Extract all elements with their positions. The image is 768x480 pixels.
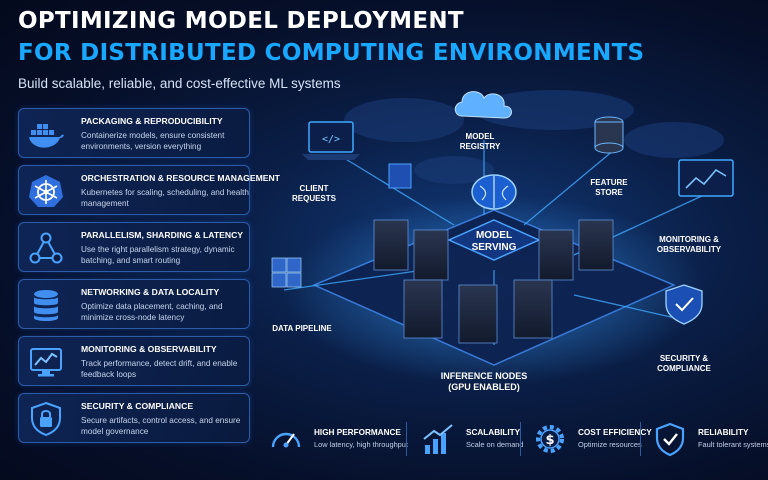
label-data-pipeline: DATA PIPELINE — [272, 324, 332, 333]
panel-title: MONITORING & OBSERVABILITY — [81, 344, 217, 354]
page-title-line2: FOR DISTRIBUTED COMPUTING ENVIRONMENTS — [18, 40, 645, 66]
panel-title: NETWORKING & DATA LOCALITY — [81, 287, 220, 297]
svg-text:</>: </> — [322, 134, 340, 145]
svg-text:$: $ — [545, 433, 554, 448]
benefit-desc: Low latency, high throughput — [314, 440, 408, 449]
label-security: SECURITY &COMPLIANCE — [657, 354, 711, 373]
divider — [520, 422, 521, 456]
benefit-title: RELIABILITY — [698, 428, 749, 437]
panel-desc: Optimize data placement, caching, and mi… — [81, 302, 223, 322]
network-nodes-icon — [29, 232, 63, 264]
shield-check-icon — [655, 422, 685, 457]
benefit-title: SCALABILITY — [466, 428, 521, 437]
docker-whale-icon — [29, 124, 64, 148]
panel-title: SECURITY & COMPLIANCE — [81, 401, 194, 411]
page-subtitle: Build scalable, reliable, and cost-effec… — [18, 76, 341, 91]
server-racks — [373, 219, 614, 344]
benefit-title: COST EFFICIENCY — [578, 428, 652, 437]
benefit-scalability: SCALABILITY Scale on demand — [420, 418, 524, 460]
benefit-title: HIGH PERFORMANCE — [314, 428, 401, 437]
benefit-desc: Fault tolerant systems — [698, 440, 768, 449]
architecture-diagram: </> — [254, 80, 768, 410]
model-serving-platform — [447, 219, 541, 261]
label-monitoring: MONITORING &OBSERVABILITY — [656, 235, 722, 254]
panel-desc: Containerize models, ensure consistent e… — [81, 131, 225, 151]
benefits-bar: HIGH PERFORMANCE Low latency, high throu… — [268, 418, 768, 460]
security-shield-icon — [665, 284, 703, 325]
model-serving-line1: MODEL — [475, 230, 513, 241]
panel-title: ORCHESTRATION & RESOURCE MANAGEMENT — [81, 173, 280, 183]
speedometer-icon — [271, 432, 301, 448]
laptop-icon: </> — [302, 121, 412, 189]
page-title-line1: OPTIMIZING MODEL DEPLOYMENT — [18, 8, 464, 34]
panel-desc: Track performance, detect drift, and ena… — [81, 359, 238, 379]
benefit-high-performance: HIGH PERFORMANCE Low latency, high throu… — [268, 418, 408, 460]
panel-packaging: PACKAGING & REPRODUCIBILITY Containerize… — [18, 108, 250, 158]
panel-desc: Secure artifacts, control access, and en… — [81, 416, 241, 436]
benefit-desc: Scale on demand — [466, 440, 524, 449]
panel-security: SECURITY & COMPLIANCE Secure artifacts, … — [18, 393, 250, 443]
divider — [406, 422, 407, 456]
panel-desc: Kubernetes for scaling, scheduling, and … — [81, 188, 249, 208]
shield-lock-icon — [31, 401, 61, 437]
panel-parallelism: PARALLELISM, SHARDING & LATENCY Use the … — [18, 222, 250, 272]
diagram-illustration: </> — [271, 90, 734, 385]
dollar-gear-icon: $ — [536, 425, 564, 453]
monitor-chart-icon — [30, 348, 62, 377]
label-inference-nodes: INFERENCE NODES(GPU ENABLED) — [440, 371, 528, 392]
benefit-cost-efficiency: $ COST EFFICIENCY Optimize resources — [532, 418, 652, 460]
feature-store-icon — [594, 116, 624, 154]
panel-networking: NETWORKING & DATA LOCALITY Optimize data… — [18, 279, 250, 329]
data-pipeline-cubes — [271, 257, 302, 288]
panel-orchestration: ORCHESTRATION & RESOURCE MANAGEMENT Kube… — [18, 165, 280, 215]
label-model-serving: MODEL SERVING — [459, 230, 529, 254]
benefit-desc: Optimize resources — [578, 440, 642, 449]
kubernetes-helm-icon — [29, 175, 63, 207]
cloud-icon — [454, 91, 512, 119]
monitoring-screen-icon — [678, 159, 734, 197]
world-map-background — [344, 90, 724, 184]
panel-title: PARALLELISM, SHARDING & LATENCY — [81, 230, 244, 240]
benefit-reliability: RELIABILITY Fault tolerant systems — [652, 418, 768, 460]
panel-monitoring: MONITORING & OBSERVABILITY Track perform… — [18, 336, 250, 386]
growth-bars-icon — [423, 424, 453, 454]
divider — [640, 422, 641, 456]
database-icon — [34, 290, 58, 321]
brain-icon — [471, 174, 517, 210]
panel-title: PACKAGING & REPRODUCIBILITY — [81, 116, 223, 126]
model-serving-line2: SERVING — [471, 242, 517, 253]
panel-desc: Use the right parallelism strategy, dyna… — [81, 245, 235, 265]
